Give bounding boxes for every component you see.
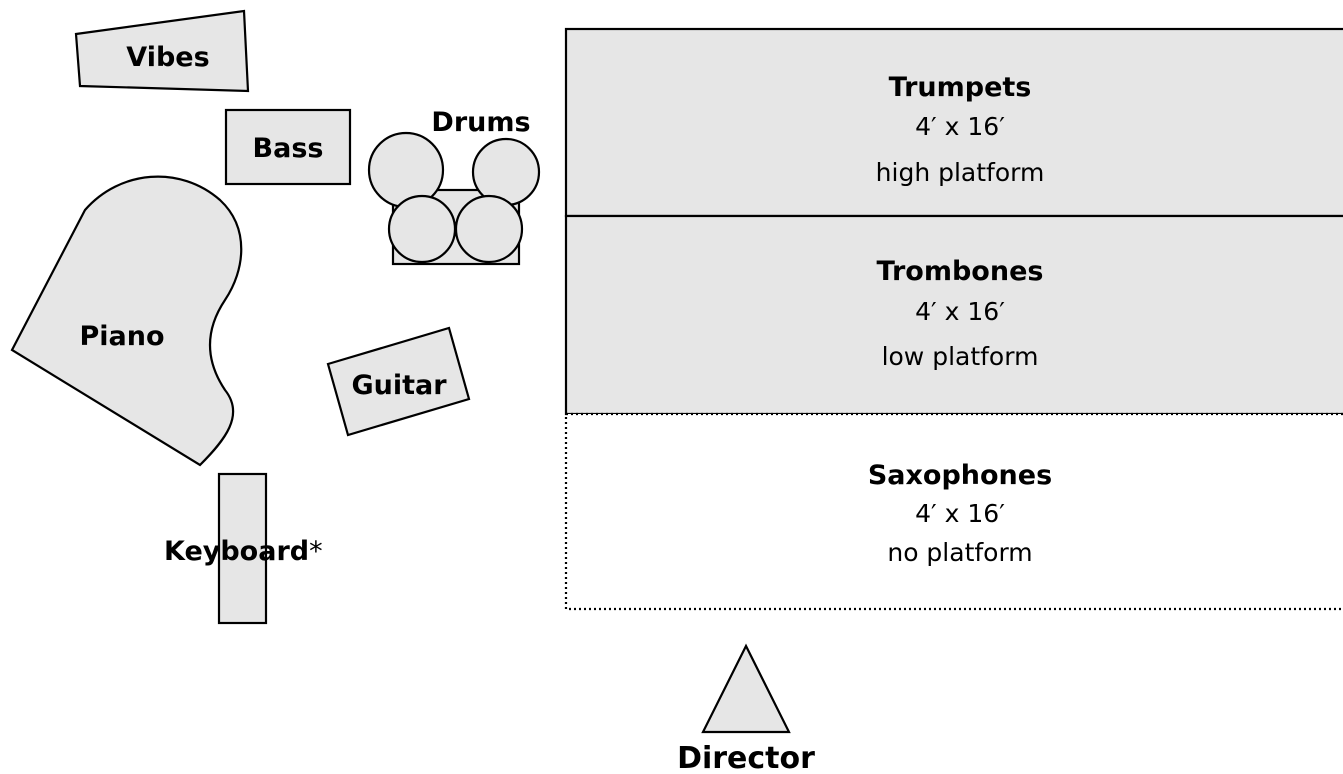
trumpets-section: Trumpets 4′ x 16′ high platform xyxy=(564,27,1343,218)
guitar-instrument: Guitar xyxy=(326,326,471,437)
keyboard-label-group: Keyboard* xyxy=(164,536,323,567)
trombones-section: Trombones 4′ x 16′ low platform xyxy=(564,214,1343,416)
director-position: Director xyxy=(677,643,815,774)
bass-label: Bass xyxy=(253,133,324,164)
trumpets-label: Trumpets xyxy=(889,72,1032,103)
saxophones-label: Saxophones xyxy=(868,460,1052,491)
keyboard-footnote-mark: * xyxy=(309,536,323,567)
trumpets-platform: high platform xyxy=(876,158,1045,187)
keyboard-label: Keyboard xyxy=(164,536,309,567)
vibes-instrument: Vibes xyxy=(74,9,250,93)
trombones-size: 4′ x 16′ xyxy=(915,297,1005,326)
keyboard-instrument: Keyboard* xyxy=(164,472,323,625)
piano-label: Piano xyxy=(79,321,164,352)
saxophones-platform: no platform xyxy=(887,538,1032,567)
director-label: Director xyxy=(677,741,815,774)
saxophones-section: Saxophones 4′ x 16′ no platform xyxy=(564,412,1343,611)
saxophones-size: 4′ x 16′ xyxy=(915,499,1005,528)
drum-snare xyxy=(387,194,457,264)
trombones-platform: low platform xyxy=(882,342,1039,371)
drum-tom-left xyxy=(367,131,445,209)
drums-label: Drums xyxy=(431,107,530,138)
drum-kit: Drums xyxy=(367,106,541,266)
piano-instrument: Piano xyxy=(10,175,243,467)
vibes-label: Vibes xyxy=(126,42,209,73)
bass-instrument: Bass xyxy=(224,108,352,186)
drum-tom-right xyxy=(471,137,541,207)
drum-floor-tom xyxy=(454,194,524,264)
trombones-label: Trombones xyxy=(877,256,1044,287)
guitar-label: Guitar xyxy=(351,370,447,401)
trumpets-size: 4′ x 16′ xyxy=(915,112,1005,141)
